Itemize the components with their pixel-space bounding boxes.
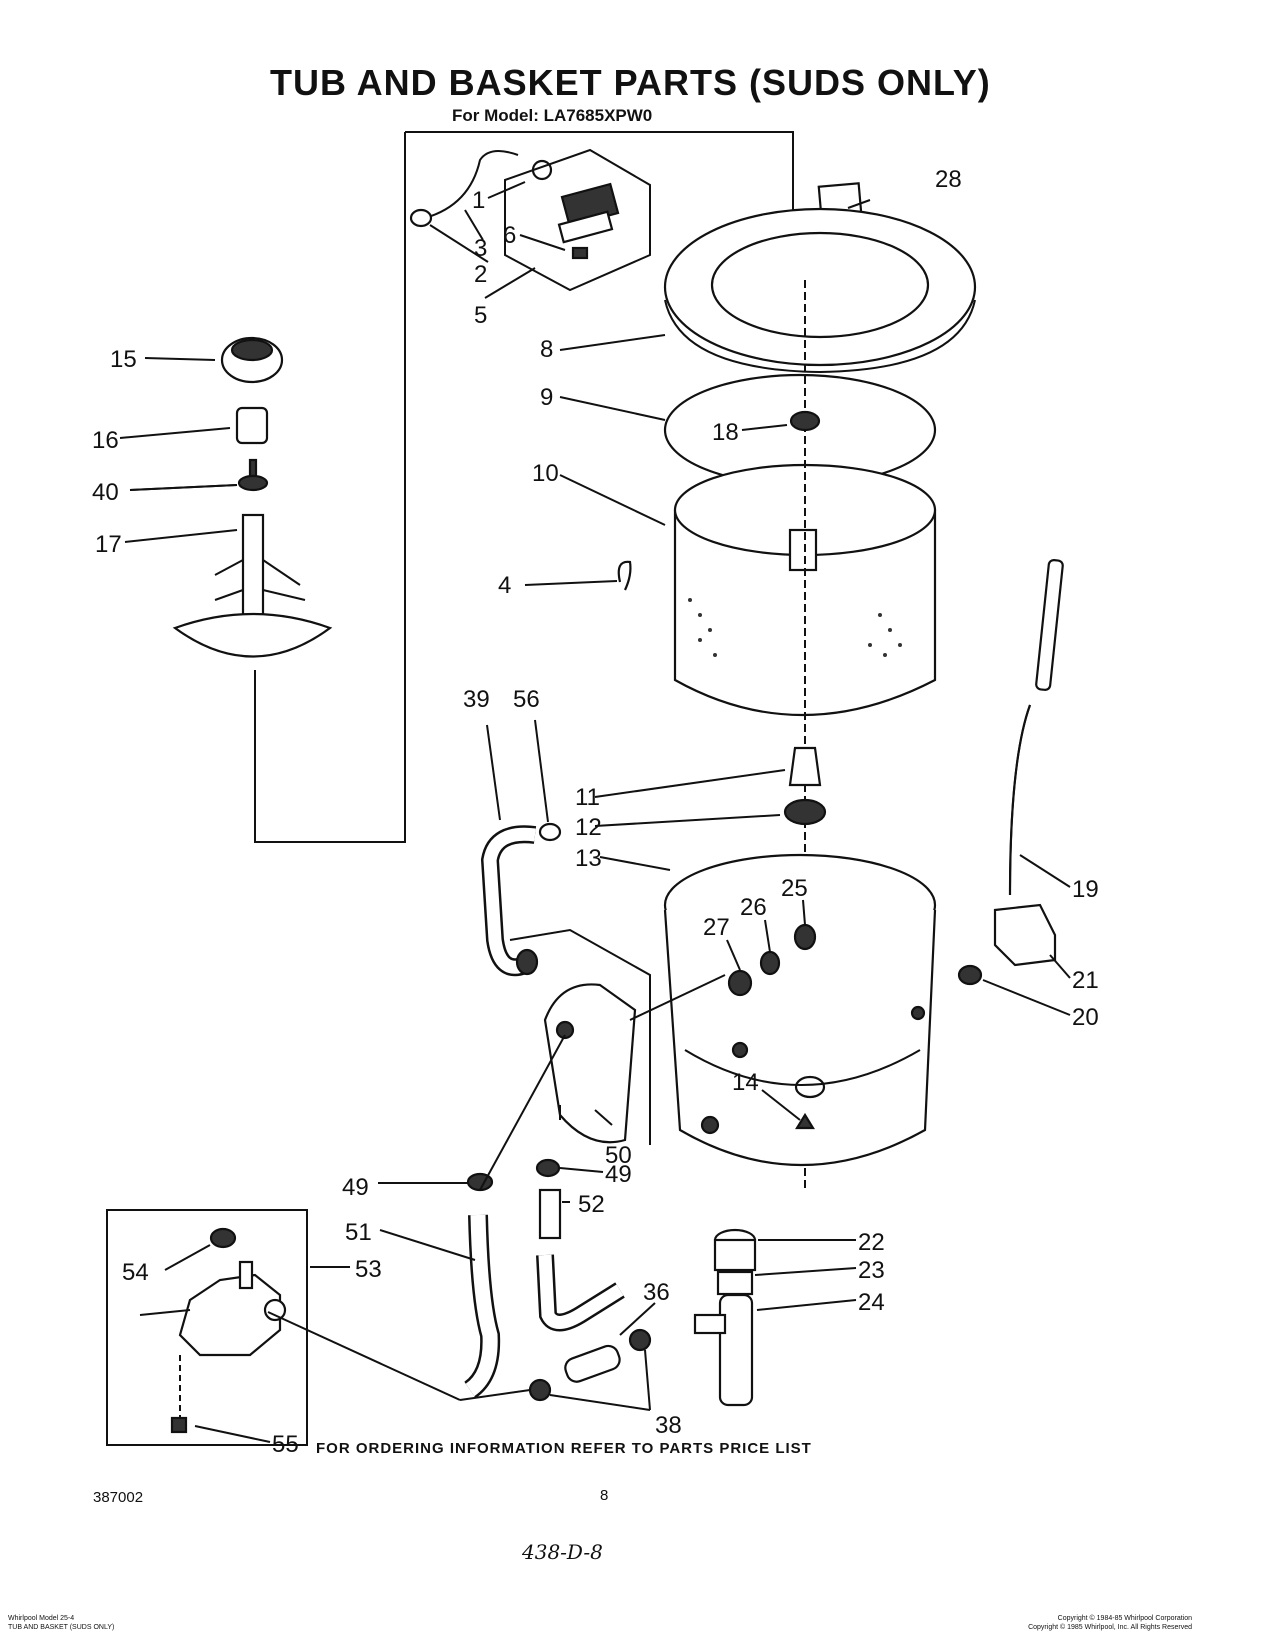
part-36 [564,1344,621,1383]
fine-print-left-line: Whirlpool Model 25-4 [8,1615,75,1622]
label-27: 27 [703,914,730,941]
label-12: 12 [575,814,602,841]
ordering-note: FOR ORDERING INFORMATION REFER TO PARTS … [316,1440,812,1457]
pump-assembly [139,1227,287,1434]
label-17: 17 [95,531,122,558]
drain-pipe-assembly [693,1228,757,1407]
callout-labels: 1 2 3 4 5 6 8 9 10 11 12 13 14 15 16 17 … [92,166,1099,1458]
part-18 [789,410,821,432]
label-1: 1 [472,187,485,214]
fine-print-right: Copyright © 1984-85 Whirlpool Corporatio… [1028,1614,1192,1632]
fine-print-right-line: Copyright © 1985 Whirlpool, Inc. All Rig… [1028,1624,1192,1631]
label-49-right: 49 [605,1161,632,1188]
part-49-right [535,1158,561,1178]
document-number: 387002 [93,1489,144,1506]
label-5: 5 [474,302,487,329]
model-number: For Model: LA7685XPW0 [452,106,653,125]
label-54: 54 [122,1259,149,1286]
label-20: 20 [1072,1004,1099,1031]
part-12 [783,798,827,826]
label-25: 25 [781,875,808,902]
fine-print-left-line: TUB AND BASKET (SUDS ONLY) [8,1624,115,1631]
part-25 [793,923,817,951]
part-26 [759,950,781,976]
label-3: 3 [474,235,487,262]
label-50: 50 [605,1142,632,1169]
drain-hose-assembly [957,558,1064,986]
label-51: 51 [345,1219,372,1246]
inlet-assembly [409,148,651,292]
label-19: 19 [1072,876,1099,903]
part-14 [795,1112,815,1130]
label-4: 4 [498,572,511,599]
label-52: 52 [578,1191,605,1218]
label-22: 22 [858,1229,885,1256]
page-number: 8 [600,1487,609,1504]
label-21: 21 [1072,967,1099,994]
part-52 [538,1188,562,1240]
label-18: 18 [712,419,739,446]
label-39: 39 [463,686,490,713]
label-28: 28 [935,166,962,193]
label-23: 23 [858,1257,885,1284]
agitator-assembly [172,336,333,658]
page-title: TUB AND BASKET PARTS (SUDS ONLY) [270,62,991,103]
hose-39 [480,822,562,977]
label-13: 13 [575,845,602,872]
part-11 [788,746,822,787]
label-38: 38 [655,1412,682,1439]
label-2: 2 [474,261,487,288]
label-26: 26 [740,894,767,921]
label-49-left: 49 [342,1174,369,1201]
label-40: 40 [92,479,119,506]
leader-lines [119,181,1071,1443]
label-16: 16 [92,427,119,454]
handwritten-note: 438-D-8 [522,1540,603,1564]
fine-print-right-line: Copyright © 1984-85 Whirlpool Corporatio… [1057,1615,1192,1622]
label-55: 55 [272,1431,299,1458]
part-38-a [628,1328,652,1352]
pump-housing [543,983,637,1144]
fine-print-left: Whirlpool Model 25-4 TUB AND BASKET (SUD… [8,1614,114,1632]
label-8: 8 [540,336,553,363]
label-56: 56 [513,686,540,713]
label-10: 10 [532,460,559,487]
label-14: 14 [732,1069,759,1096]
label-53: 53 [355,1256,382,1283]
label-36: 36 [643,1279,670,1306]
tub-ring [663,207,977,374]
label-15: 15 [110,346,137,373]
label-9: 9 [540,384,553,411]
part-4-clip [617,560,632,591]
label-24: 24 [858,1289,885,1316]
label-11: 11 [575,784,600,811]
part-38-b [528,1378,552,1402]
label-6: 6 [503,222,516,249]
part-27 [727,969,753,997]
